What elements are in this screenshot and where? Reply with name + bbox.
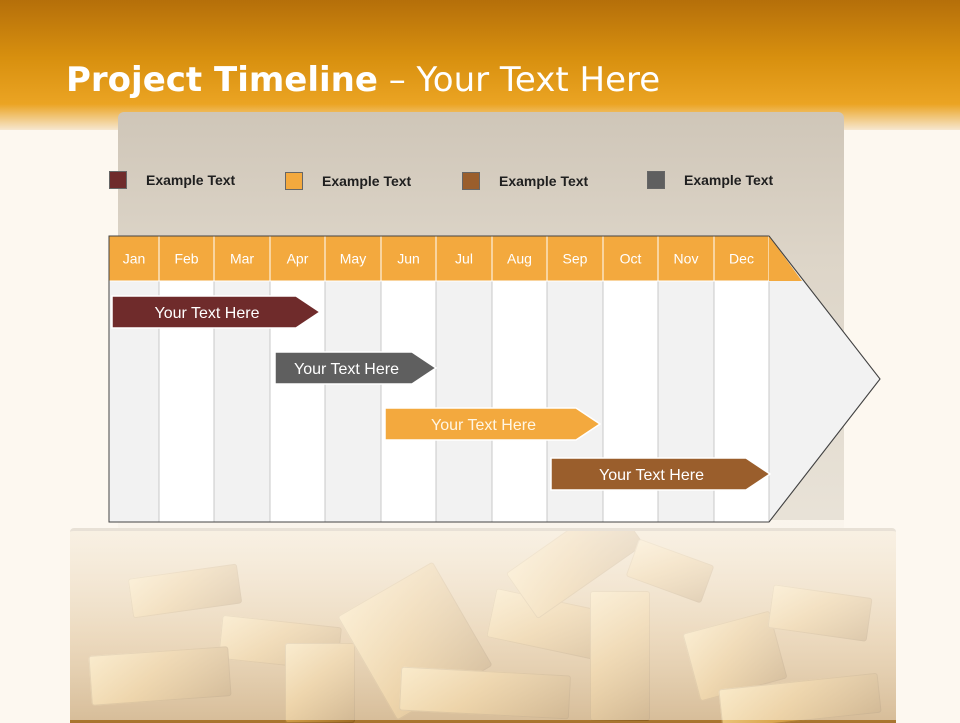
- month-label: Dec: [729, 251, 754, 267]
- legend-label-3: Example Text: [499, 173, 589, 189]
- legend-swatch-3: [462, 172, 480, 190]
- title-rest: – Your Text Here: [377, 60, 661, 100]
- month-header-cell: [491, 235, 548, 282]
- month-label: Apr: [287, 251, 309, 267]
- legend-label-1: Example Text: [146, 172, 236, 188]
- title-bold: Project Timeline: [66, 60, 378, 100]
- month-column: [324, 280, 382, 523]
- task-label: Your Text Here: [431, 417, 536, 434]
- month-label: Sep: [563, 251, 588, 267]
- month-header-cell: [269, 235, 326, 282]
- timeline-arrow-outline: [108, 235, 881, 523]
- month-label: Nov: [674, 251, 699, 267]
- month-label: Feb: [174, 251, 198, 267]
- month-column: [435, 280, 493, 523]
- month-label: Oct: [620, 251, 642, 267]
- month-label: Jun: [397, 251, 420, 267]
- month-column: [491, 280, 548, 523]
- legend-swatch-4: [647, 171, 665, 189]
- month-label: Mar: [230, 251, 254, 267]
- task-bar: [384, 407, 602, 441]
- legend-label-4: Example Text: [684, 172, 774, 188]
- task-label: Your Text Here: [599, 467, 704, 484]
- legend-item-4: Example Text: [647, 171, 773, 189]
- month-header-cell: [158, 235, 215, 282]
- month-column: [380, 280, 437, 523]
- month-header-cell: [380, 235, 437, 282]
- month-header-cell: [546, 235, 604, 282]
- month-label: May: [340, 251, 366, 267]
- month-header-cell: [435, 235, 493, 282]
- legend-swatch-1: [109, 171, 127, 189]
- image-fade-overlay: [0, 520, 960, 720]
- task-bar: [111, 295, 322, 329]
- legend-item-2: Example Text: [285, 172, 411, 190]
- legend-label-2: Example Text: [322, 173, 412, 189]
- month-label: Aug: [507, 251, 532, 267]
- task-bar: [274, 351, 438, 385]
- month-label: Jul: [455, 251, 473, 267]
- legend-item-1: Example Text: [109, 171, 235, 189]
- month-label: Jan: [123, 251, 146, 267]
- task-bar: [550, 457, 772, 491]
- legend-item-3: Example Text: [462, 172, 588, 190]
- month-header-cell: [602, 235, 659, 282]
- month-header-cell: [108, 235, 160, 282]
- title-banner: [0, 0, 960, 130]
- task-label: Your Text Here: [155, 305, 260, 322]
- legend-swatch-2: [285, 172, 303, 190]
- slide-title: Project Timeline – Your Text Here: [66, 60, 660, 100]
- task-label: Your Text Here: [294, 361, 399, 378]
